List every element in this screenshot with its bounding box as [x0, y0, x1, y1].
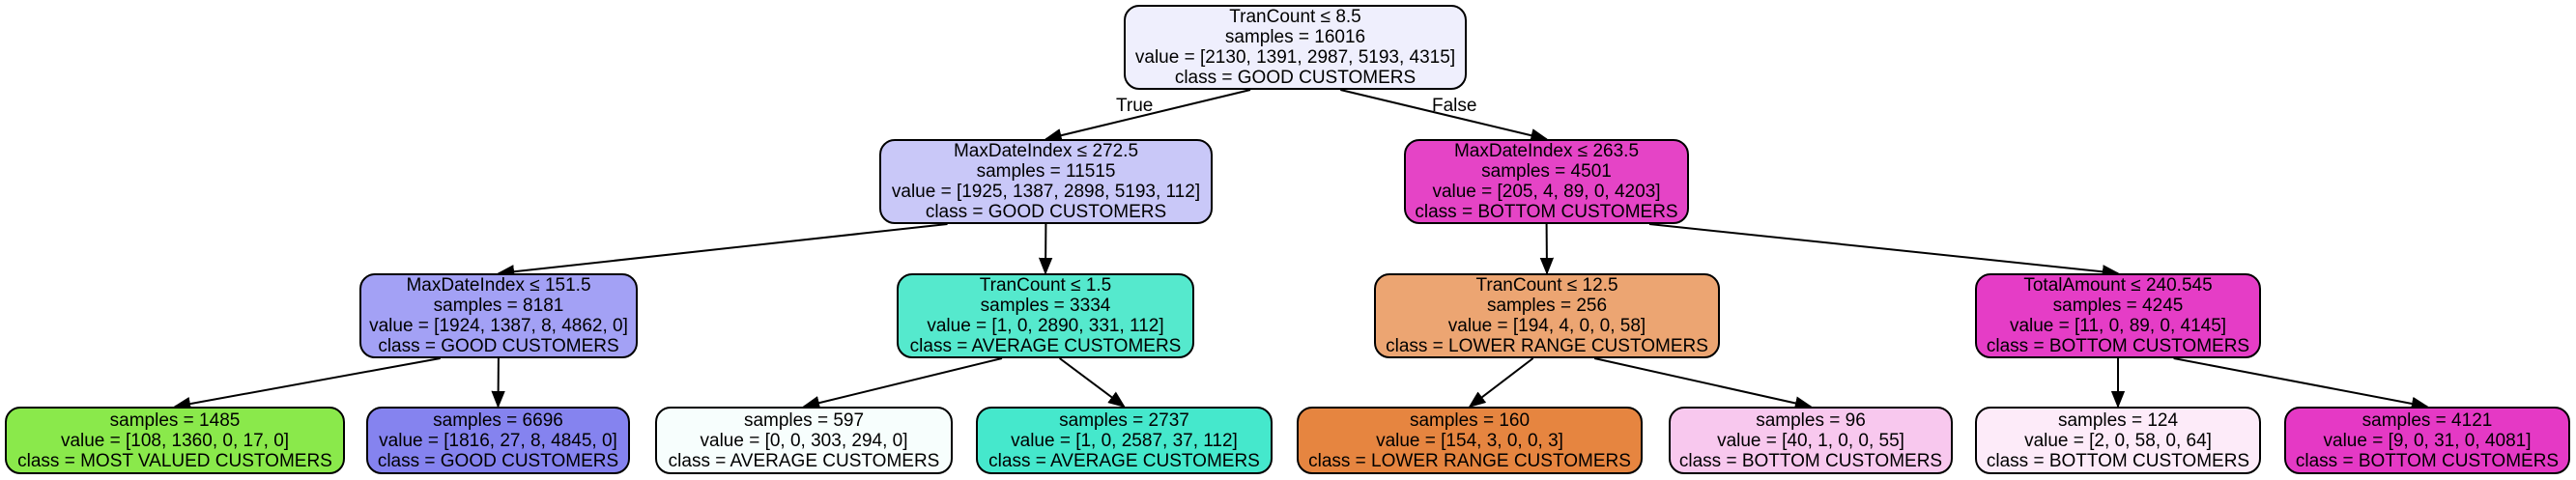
node-line: value = [2130, 1391, 2987, 5193, 4315] — [1134, 47, 1456, 68]
tree-edge-n6-n14 — [2173, 357, 2429, 411]
node-line: samples = 160 — [1409, 409, 1531, 431]
node-line: value = [9, 0, 31, 0, 4081] — [2323, 430, 2532, 451]
tree-edge-n5-n12 — [1593, 357, 1813, 410]
node-line: value = [1924, 1387, 8, 4862, 0] — [369, 316, 628, 336]
tree-edge-n2-n6 — [1648, 223, 2120, 279]
node-line: class = GOOD CUSTOMERS — [1174, 68, 1417, 88]
node-line: class = GOOD CUSTOMERS — [378, 336, 619, 356]
node-line: MaxDateIndex ≤ 151.5 — [406, 275, 591, 296]
node-line: samples = 96 — [1756, 409, 1866, 431]
node-line: samples = 16016 — [1224, 27, 1366, 47]
node-line: class = BOTTOM CUSTOMERS — [1986, 336, 2250, 356]
node-line: MaxDateIndex ≤ 263.5 — [1453, 141, 1640, 161]
tree-edge-root-n1 — [1044, 89, 1251, 143]
node-line: value = [194, 4, 0, 0, 58] — [1447, 316, 1646, 336]
tree-edge-n4-n9 — [802, 357, 1003, 410]
tree-edge-n4-n10 — [1059, 357, 1126, 409]
node-line: class = GOOD CUSTOMERS — [377, 450, 619, 471]
node-line: class = AVERAGE CUSTOMERS — [988, 450, 1260, 471]
node-line: class = LOWER RANGE CUSTOMERS — [1308, 450, 1631, 471]
node-line: samples = 4121 — [2361, 409, 2493, 431]
node-line: class = AVERAGE CUSTOMERS — [668, 450, 940, 471]
node-line: value = [1, 0, 2890, 331, 112] — [927, 316, 1164, 336]
tree-edge-n5-n11 — [1468, 357, 1534, 409]
node-line: samples = 4245 — [2052, 296, 2184, 316]
node-line: class = BOTTOM CUSTOMERS — [1415, 202, 1678, 222]
node-line: samples = 597 — [743, 409, 865, 431]
node-line: class = LOWER RANGE CUSTOMERS — [1386, 336, 1708, 356]
node-line: value = [108, 1360, 0, 17, 0] — [60, 430, 290, 451]
node-line: value = [1925, 1387, 2898, 5193, 112] — [891, 182, 1201, 202]
node-line: class = BOTTOM CUSTOMERS — [1986, 450, 2250, 471]
node-line: TranCount ≤ 8.5 — [1229, 7, 1361, 27]
node-line: value = [1, 0, 2587, 37, 112] — [1011, 430, 1238, 451]
node-line: value = [154, 3, 0, 0, 3] — [1376, 430, 1563, 451]
node-line: samples = 1485 — [109, 409, 241, 431]
node-line: samples = 8181 — [433, 296, 564, 316]
node-line: value = [2, 0, 58, 0, 64] — [2024, 430, 2212, 451]
tree-edge-n1-n3 — [497, 223, 948, 279]
node-line: value = [40, 1, 0, 0, 55] — [1717, 430, 1904, 451]
node-line: class = BOTTOM CUSTOMERS — [1678, 450, 1943, 471]
node-line: class = GOOD CUSTOMERS — [925, 202, 1167, 222]
tree-edge-root-n2 — [1340, 89, 1549, 143]
node-line: value = [205, 4, 89, 0, 4203] — [1432, 182, 1661, 202]
node-line: samples = 256 — [1486, 296, 1608, 316]
node-line: value = [11, 0, 89, 0, 4145] — [2009, 316, 2227, 336]
node-line: TranCount ≤ 12.5 — [1475, 275, 1618, 296]
node-line: class = BOTTOM CUSTOMERS — [2295, 450, 2560, 471]
edge-label-true: True — [1116, 96, 1154, 116]
node-line: MaxDateIndex ≤ 272.5 — [953, 141, 1139, 161]
node-line: class = MOST VALUED CUSTOMERS — [17, 450, 332, 471]
node-line: value = [1816, 27, 8, 4845, 0] — [379, 430, 617, 451]
node-line: samples = 11515 — [976, 161, 1116, 182]
node-line: samples = 2737 — [1059, 409, 1189, 431]
node-line: samples = 4501 — [1481, 161, 1612, 182]
node-line: samples = 3334 — [980, 296, 1111, 316]
tree-edge-n3-n7 — [173, 357, 441, 411]
node-line: value = [0, 0, 303, 294, 0] — [700, 430, 908, 451]
node-line: samples = 6696 — [433, 409, 563, 431]
node-line: samples = 124 — [2057, 409, 2179, 431]
node-line: TotalAmount ≤ 240.545 — [2023, 275, 2213, 296]
edge-label-false: False — [1432, 96, 1477, 116]
node-line: TranCount ≤ 1.5 — [979, 275, 1112, 296]
node-line: class = AVERAGE CUSTOMERS — [909, 336, 1182, 356]
